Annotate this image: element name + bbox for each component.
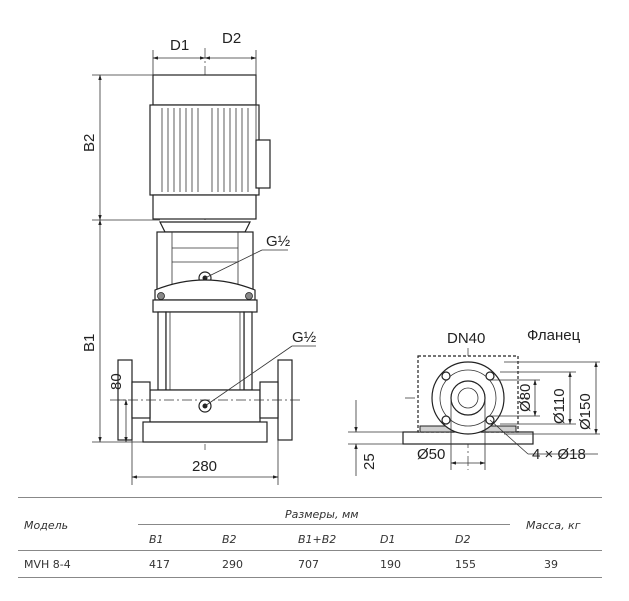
dim-holes-label: 4 × Ø18 (532, 446, 586, 463)
pump-stack (142, 299, 268, 443)
dim-280: 280 (131, 440, 279, 485)
flange-title: Фланец (527, 327, 581, 344)
dim-b2-label: B2 (81, 134, 98, 152)
dim-phi150-label: Ø150 (577, 393, 594, 430)
pump-drawing: D1 D2 B2 B1 80 280 (81, 30, 600, 485)
row-model: MVH 8-4 (24, 558, 71, 571)
header-dims: Размеры, мм (285, 508, 359, 521)
port-bottom-label: G½ (292, 329, 317, 346)
row-mass: 39 (544, 558, 558, 571)
row-b2: 290 (222, 558, 243, 571)
row-d1: 190 (380, 558, 401, 571)
header-mass: Масса, кг (526, 519, 581, 532)
row-b1: 417 (149, 558, 170, 571)
table-bottom-rule (18, 577, 602, 578)
pump-front-view: D1 D2 B2 B1 80 280 (81, 30, 317, 485)
flange-view: DN40 Фланец Ø80 Ø110 Ø150 Ø5 (348, 327, 600, 476)
table-mid-rule (18, 550, 602, 551)
dim-80-label: 80 (108, 373, 125, 390)
lantern (154, 221, 256, 301)
spec-table-wrap: Модель Размеры, мм Масса, кг B1 B2 B1+B2… (18, 497, 602, 581)
dim-b1-b2: B2 B1 (81, 74, 160, 443)
col-b1: B1 (149, 533, 164, 546)
col-b1b2: B1+B2 (298, 533, 337, 546)
dim-280-label: 280 (192, 458, 217, 475)
table-top-rule (18, 497, 602, 498)
col-d1: D1 (380, 533, 396, 546)
header-dims-rule (138, 524, 510, 525)
dim-25-label: 25 (361, 453, 378, 470)
flange-dn-label: DN40 (447, 330, 485, 347)
dim-phi80-label: Ø80 (517, 384, 534, 412)
row-b1b2: 707 (298, 558, 319, 571)
dim-d1-label: D1 (170, 37, 189, 54)
header-model: Модель (24, 519, 69, 532)
dim-d2-label: D2 (222, 30, 241, 47)
dim-b1-label: B1 (81, 334, 98, 352)
dim-phi50-label: Ø50 (417, 446, 445, 463)
dim-phi110-label: Ø110 (551, 388, 568, 424)
port-callouts: G½ G½ (204, 233, 317, 407)
dim-d1-d2: D1 D2 (152, 30, 257, 140)
col-d2: D2 (455, 533, 471, 546)
row-d2: 155 (455, 558, 476, 571)
dim-80: 80 (108, 373, 128, 443)
motor (149, 74, 271, 220)
col-b2: B2 (222, 533, 237, 546)
port-top-label: G½ (266, 233, 291, 250)
